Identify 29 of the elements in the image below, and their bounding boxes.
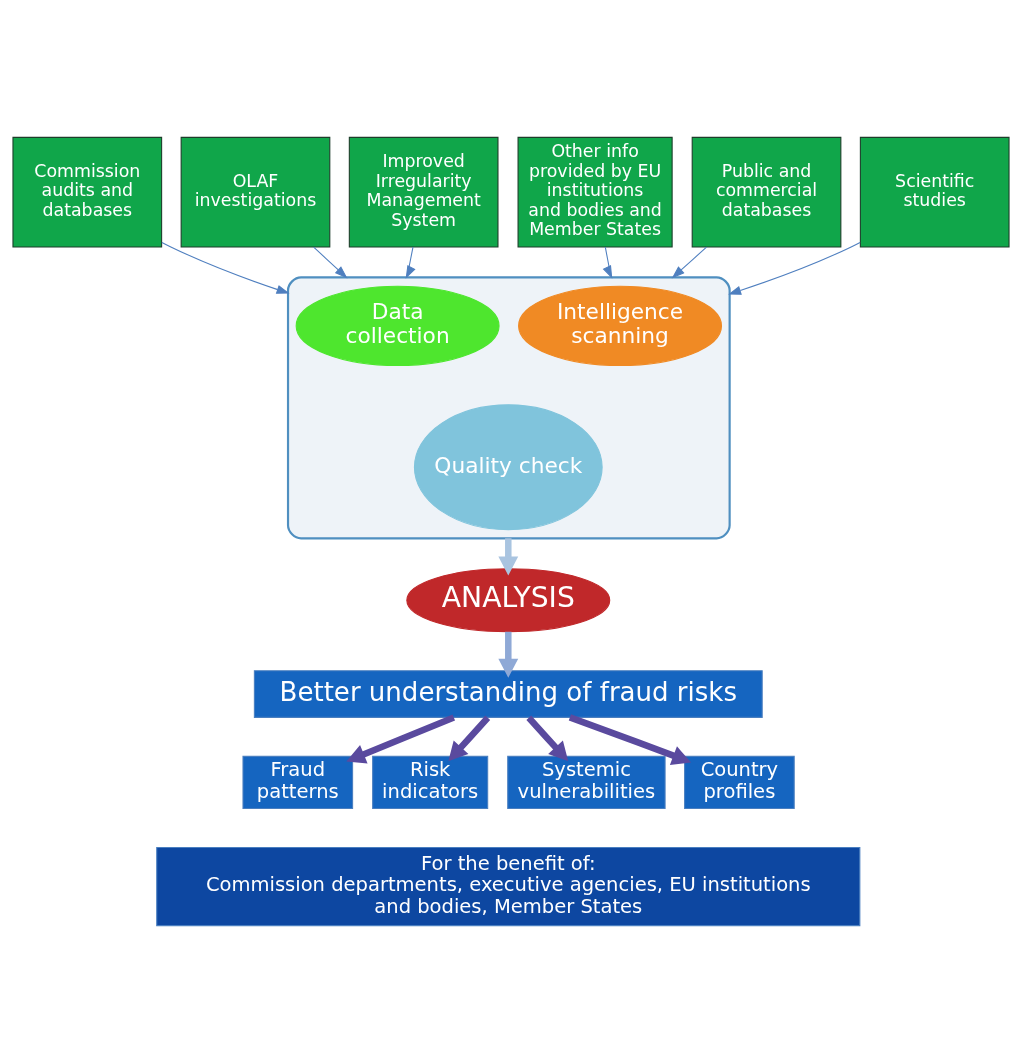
arrow xyxy=(498,538,519,576)
arrow xyxy=(161,241,290,294)
arrow xyxy=(498,631,519,678)
arrow xyxy=(405,246,416,279)
node-box: Public and commercial databases xyxy=(691,136,842,248)
node-box: Better understanding of fraud risks xyxy=(253,670,763,718)
arrow xyxy=(671,246,708,279)
cluster xyxy=(286,276,731,540)
arrow xyxy=(346,714,456,764)
node-box: For the benefit of: Commission departments, executive agencies, EU institutions and bodies, Member States xyxy=(156,847,861,927)
node-box: Risk indicators xyxy=(372,755,489,810)
node-box: Commission audits and databases xyxy=(12,136,163,248)
node-ellipse: Intelligence scanning xyxy=(518,285,723,367)
node-box: OLAF investigations xyxy=(180,136,331,248)
arrow xyxy=(313,246,348,279)
node-ellipse: Data collection xyxy=(295,285,500,367)
node-box: Country profiles xyxy=(684,755,795,810)
node-box: Scientific studies xyxy=(859,136,1010,248)
node-box: Other info provided by EU institutions and bodies and Member States xyxy=(517,136,673,248)
arrow xyxy=(568,714,692,765)
node-ellipse: Quality check xyxy=(413,404,603,531)
arrow xyxy=(448,715,491,762)
node-box: Fraud patterns xyxy=(242,755,354,810)
node-box: Improved Irregularity Management System xyxy=(348,136,499,248)
node-box: Systemic vulnerabilities xyxy=(507,755,666,810)
arrow xyxy=(728,241,861,295)
arrow xyxy=(602,246,613,279)
node-ellipse: ANALYSIS xyxy=(406,568,611,633)
arrow xyxy=(526,715,569,762)
